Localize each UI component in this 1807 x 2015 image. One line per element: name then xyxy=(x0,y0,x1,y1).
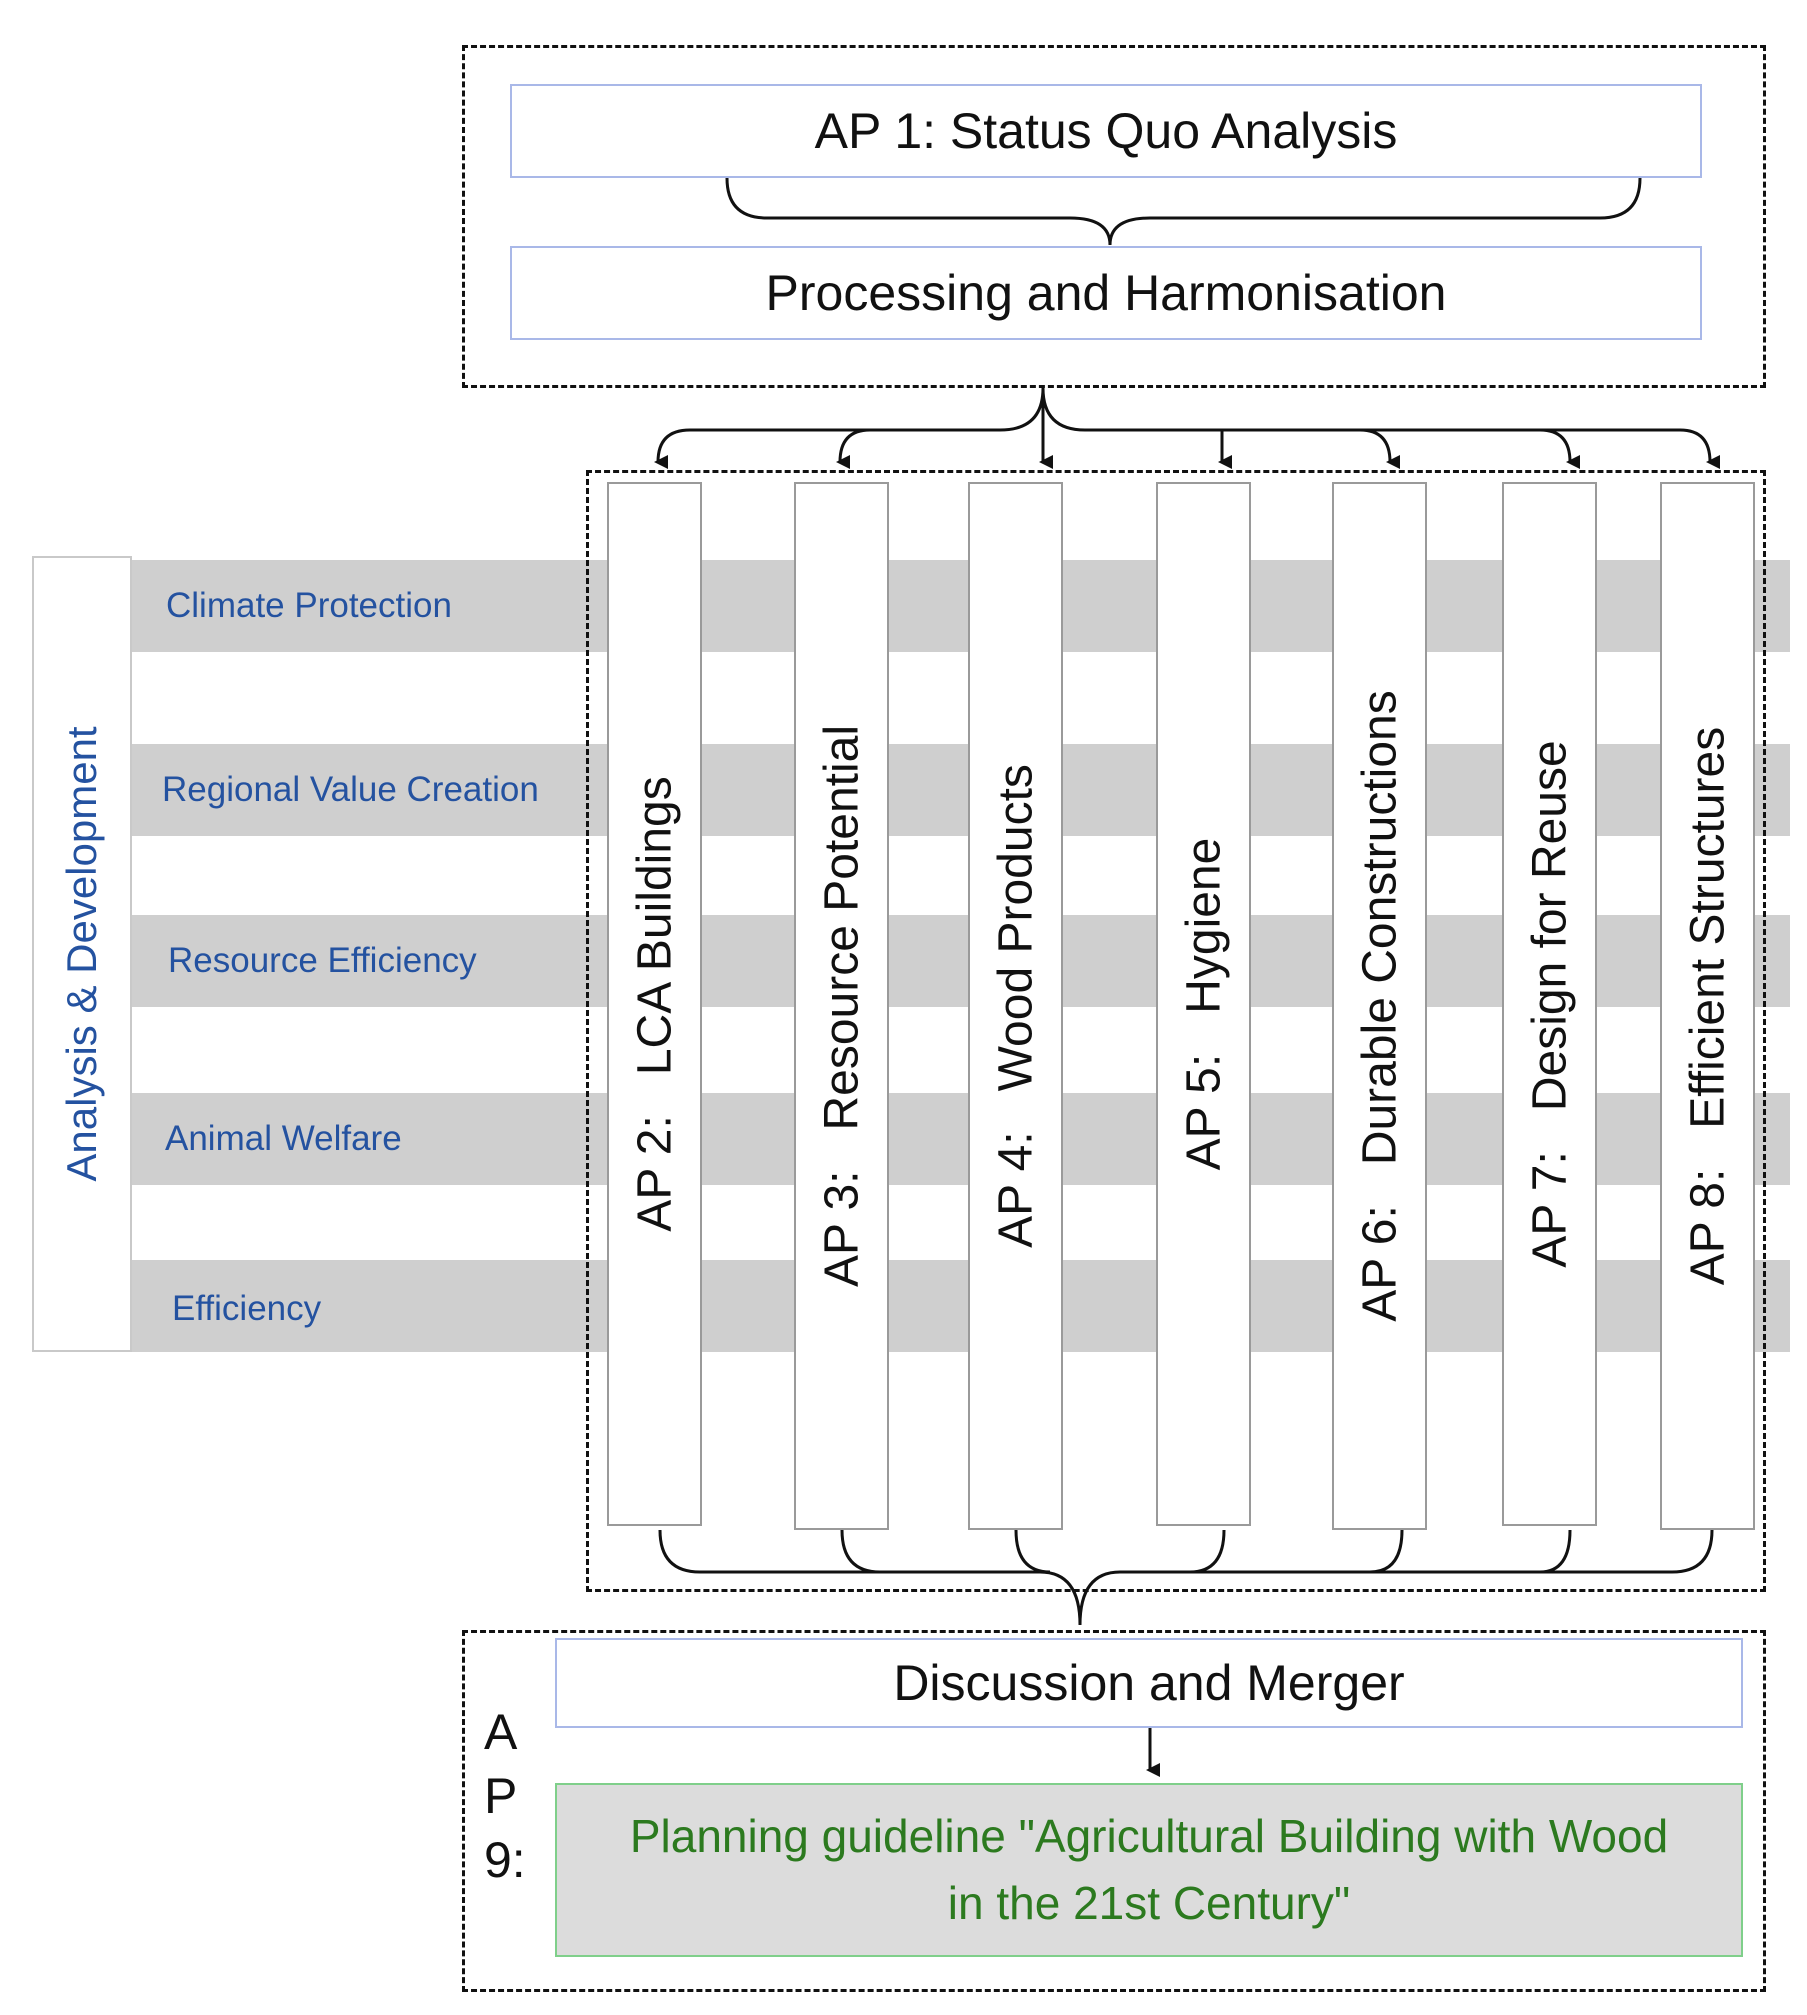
work-package-ap8: AP 8: Efficient Structures xyxy=(1660,482,1755,1530)
band-label-resource-efficiency: Resource Efficiency xyxy=(168,941,477,980)
discussion-label: Discussion and Merger xyxy=(893,1655,1405,1711)
analysis-development-title: Analysis & Development xyxy=(32,556,132,1352)
status-quo-box: AP 1: Status Quo Analysis xyxy=(510,84,1702,178)
discussion-box: Discussion and Merger xyxy=(555,1638,1743,1728)
work-package-ap4: AP 4: Wood Products xyxy=(968,482,1063,1530)
status-quo-group xyxy=(462,45,1766,388)
guideline-box: Planning guideline "Agricultural Buildin… xyxy=(555,1783,1743,1957)
top-brace xyxy=(725,177,1642,246)
ap9-vertical-label: A P 9: xyxy=(484,1700,544,1892)
ap9-group xyxy=(462,1630,1766,1992)
ap9-letter-p: P xyxy=(484,1768,518,1824)
work-package-ap6: AP 6: Durable Constructions xyxy=(1332,482,1427,1530)
status-quo-label: AP 1: Status Quo Analysis xyxy=(814,103,1398,159)
work-packages-group xyxy=(586,470,1766,1592)
ap9-number: 9: xyxy=(484,1832,526,1888)
guideline-label: Planning guideline "Agricultural Buildin… xyxy=(629,1810,1669,1929)
ap9-letter-a: A xyxy=(484,1704,518,1760)
processing-label: Processing and Harmonisation xyxy=(765,265,1447,321)
work-package-ap2: AP 2: LCA Buildings xyxy=(607,482,702,1526)
bottom-brace xyxy=(658,1529,1714,1626)
band-label-regional-value-creation: Regional Value Creation xyxy=(162,770,539,809)
work-package-ap3: AP 3: Resource Potential xyxy=(794,482,889,1530)
work-package-ap5: AP 5: Hygiene xyxy=(1156,482,1251,1526)
band-label-animal-welfare: Animal Welfare xyxy=(165,1119,402,1158)
distribution-arrows xyxy=(654,387,1721,470)
work-package-ap7: AP 7: Design for Reuse xyxy=(1502,482,1597,1526)
processing-box: Processing and Harmonisation xyxy=(510,246,1702,340)
band-label-efficiency: Efficiency xyxy=(172,1289,322,1328)
band-label-climate-protection: Climate Protection xyxy=(166,586,452,625)
